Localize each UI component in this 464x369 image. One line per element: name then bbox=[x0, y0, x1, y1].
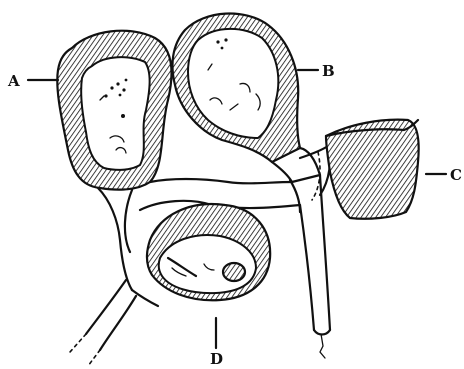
bone-a bbox=[57, 31, 171, 190]
lower-left-branches bbox=[70, 280, 158, 366]
label-c: C bbox=[450, 166, 462, 184]
bone-b bbox=[172, 14, 320, 182]
label-a: A bbox=[7, 72, 20, 90]
label-d: D bbox=[210, 350, 223, 368]
bone-c bbox=[326, 120, 419, 219]
bone-d bbox=[147, 204, 270, 300]
label-b: B bbox=[322, 62, 335, 80]
